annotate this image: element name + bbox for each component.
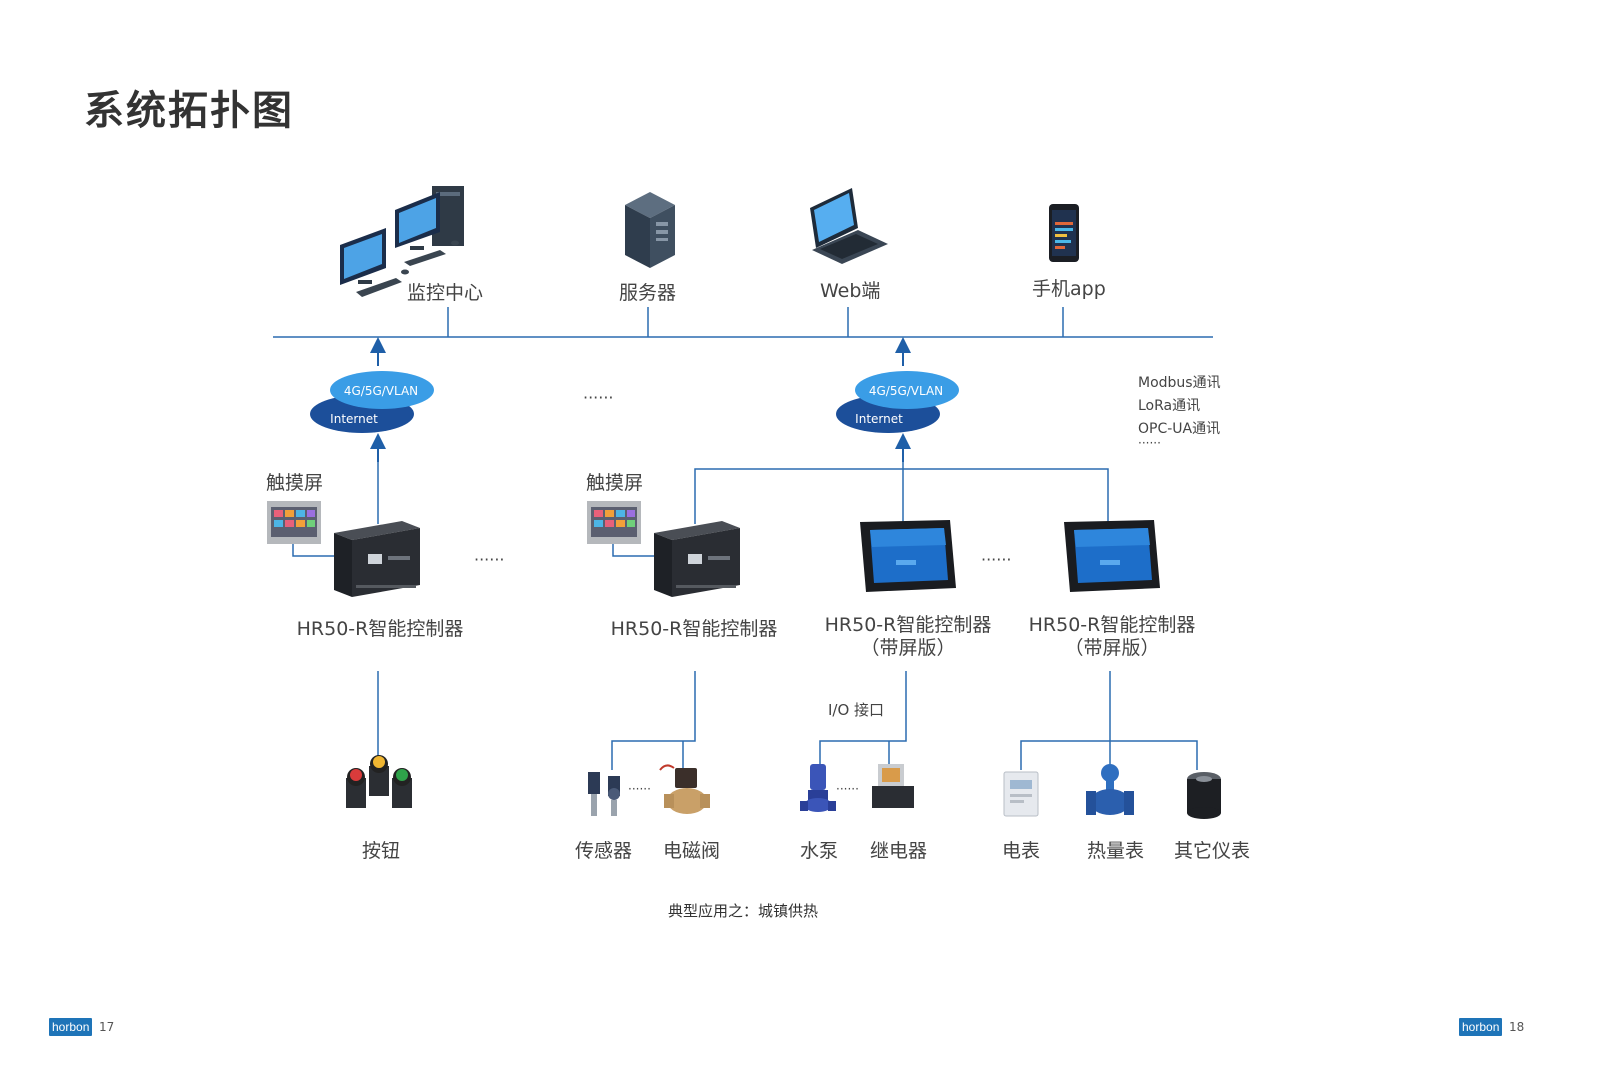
relay-icon [872,764,914,808]
label-meter: 电表 [1002,840,1041,862]
ellipsis-pumps: ······ [836,782,859,796]
protocol-more: ······ [1138,436,1161,450]
diagram-caption: 典型应用之：城镇供热 [668,902,819,920]
footer-logo-left: horbon [49,1018,93,1036]
cloud2-label-bottom: Internet [855,412,903,426]
push-buttons-icon [346,755,412,808]
label-button: 按钮 [362,840,401,862]
other-instrument-icon [1187,772,1221,819]
label-valve: 电磁阀 [663,840,721,862]
label-web: Web端 [820,280,881,302]
water-pump-icon [800,764,836,812]
protocol-lora: LoRa通讯 [1138,398,1201,414]
link-touch1-ctrl1 [292,544,334,557]
label-monitor-center: 监控中心 [407,282,484,304]
ellipsis-controllers-2: ······ [981,550,1012,569]
server-icon [625,192,675,268]
cloud1-label-bottom: Internet [330,412,378,426]
label-relay: 继电器 [870,840,928,862]
controller-3-name: HR50-R智能控制器 [824,614,992,636]
label-controller-4: HR50-R智能控制器 （带屏版） [1022,614,1202,660]
protocol-modbus: Modbus通讯 [1138,375,1221,391]
protocol-opcua: OPC-UA通讯 [1138,421,1221,437]
label-sensor: 传感器 [575,840,633,862]
label-controller-1: HR50-R智能控制器 [290,614,470,641]
ellipsis-controllers-1: ······ [474,550,505,569]
cloud1-label-top: 4G/5G/VLAN [344,384,418,398]
monitor-center-icon [340,186,464,297]
link-group2-top [694,468,1109,524]
controller-2-name: HR50-R智能控制器 [610,618,778,640]
label-touchscreen-1: 触摸屏 [266,472,324,494]
page-number-left: 17 [99,1020,115,1034]
controller-4-variant: （带屏版） [1064,637,1160,659]
label-pump: 水泵 [800,840,839,862]
solenoid-valve-icon [659,764,710,814]
phone-icon [1049,204,1079,262]
ellipsis-sensors: ······ [628,782,651,796]
footer-logo-right: horbon [1459,1018,1503,1036]
controller-3-variant: （带屏版） [860,637,956,659]
label-controller-2: HR50-R智能控制器 [604,614,784,641]
label-heat-meter: 热量表 [1087,840,1145,862]
label-app: 手机app [1032,278,1106,300]
cloud-network-2 [836,371,959,433]
controller-box-icon-2 [654,521,740,597]
touchscreen-icon-1 [267,501,321,544]
link-ctrl2-devices [611,671,696,770]
link-ctrl4-devices [1020,740,1198,770]
label-io-interface: I/O 接口 [828,701,885,719]
label-server: 服务器 [619,282,677,304]
screen-controller-icon-2 [1064,520,1160,592]
sensor-icon [588,772,620,816]
page-number-right: 18 [1509,1020,1525,1034]
heat-meter-icon [1086,764,1134,815]
controller-4-name: HR50-R智能控制器 [1028,614,1196,636]
cloud-network-1 [310,371,434,433]
cloud2-label-top: 4G/5G/VLAN [869,384,943,398]
ellipsis-top: ······ [583,388,614,407]
controller-1-name: HR50-R智能控制器 [296,618,464,640]
screen-controller-icon-1 [860,520,956,592]
touchscreen-icon-2 [587,501,641,544]
label-touchscreen-2: 触摸屏 [586,472,644,494]
link-touch2-ctrl2 [612,544,654,557]
link-ctrl3-devices [819,671,907,766]
controller-box-icon-1 [334,521,420,597]
electric-meter-icon [1003,771,1039,817]
page-title: 系统拓扑图 [84,88,294,134]
label-other-instrument: 其它仪表 [1174,840,1251,862]
laptop-icon [810,188,888,264]
label-controller-3: HR50-R智能控制器 （带屏版） [818,614,998,660]
